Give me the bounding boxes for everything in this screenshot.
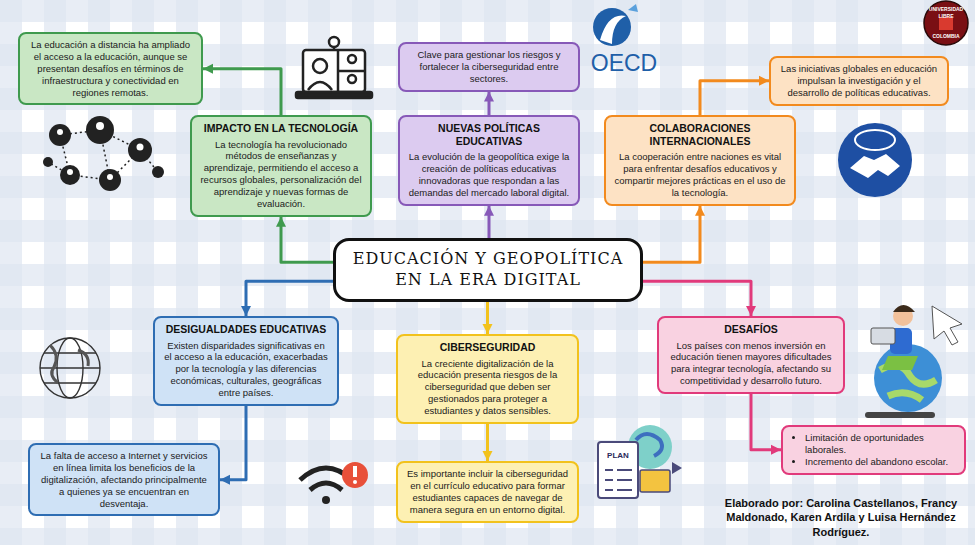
connector-arrow bbox=[486, 302, 489, 334]
oecd-logo bbox=[593, 4, 638, 46]
bullet-list: Limitación de oportunidades laborales.In… bbox=[791, 432, 956, 468]
credits: Elaborado por: Carolina Castellanos, Fra… bbox=[712, 496, 970, 539]
connector-arrow bbox=[281, 217, 333, 262]
box-heading: DESIGUALDADES EDUCATIVAS bbox=[163, 323, 329, 336]
box-body: Las iniciativas globales en educación im… bbox=[779, 63, 939, 99]
box-heading: CIBERSEGURIDAD bbox=[406, 341, 569, 354]
box-body: Existen disparidades significativas en e… bbox=[163, 340, 329, 399]
box-body: La cooperación entre naciones es vital p… bbox=[614, 151, 786, 199]
plan-icon bbox=[598, 425, 682, 498]
connector-arrow bbox=[643, 281, 751, 316]
box-body: Clave para gestionar los riesgos y forta… bbox=[408, 49, 570, 85]
logo-text: UNIVERSIDAD LIBRE bbox=[926, 6, 966, 19]
connector-arrow bbox=[488, 206, 491, 238]
detail-box: Las iniciativas globales en educación im… bbox=[769, 56, 949, 106]
university-logo bbox=[924, 1, 968, 45]
box-body: Es importante incluir la ciberseguridad … bbox=[406, 468, 569, 516]
topic-box: CIBERSEGURIDAD La creciente digitalizació… bbox=[396, 334, 579, 424]
video-call-icon bbox=[296, 37, 372, 98]
detail-box: La educación a distancia ha ampliado el … bbox=[18, 32, 203, 105]
icon-label: PLAN bbox=[600, 451, 636, 461]
box-heading: NUEVAS POLÍTICAS EDUCATIVAS bbox=[408, 122, 570, 147]
box-body: La tecnología ha revolucionado métodos d… bbox=[200, 139, 362, 210]
box-body: La educación a distancia ha ampliado el … bbox=[28, 39, 193, 98]
person-laptop-globe bbox=[865, 305, 962, 418]
handshake-icon bbox=[838, 123, 912, 197]
detail-box: Limitación de oportunidades laborales.In… bbox=[781, 425, 966, 475]
connector-arrow bbox=[488, 92, 491, 115]
connector-arrow bbox=[220, 406, 246, 480]
box-body: La falta de acceso a Internet y servicio… bbox=[38, 450, 210, 509]
box-body: La creciente digitalización de la educac… bbox=[406, 358, 569, 417]
connector-arrow bbox=[246, 281, 333, 316]
connector-arrow bbox=[486, 424, 489, 461]
topic-box: DESAFÍOS Los países con menos inversión e… bbox=[657, 316, 845, 394]
detail-box: Clave para gestionar los riesgos y forta… bbox=[398, 42, 580, 92]
topic-box: IMPACTO EN LA TECNOLOGÍA La tecnología ha… bbox=[190, 115, 372, 217]
box-heading: EDUCACIÓN Y GEOPOLÍTICA EN LA ERA DIGITA… bbox=[350, 249, 626, 291]
connector-arrow bbox=[643, 206, 700, 263]
globe-icon bbox=[40, 338, 100, 398]
box-body: Los países con menos inversión en educac… bbox=[667, 340, 835, 388]
box-heading: IMPACTO EN LA TECNOLOGÍA bbox=[200, 122, 362, 135]
network-people-faces bbox=[57, 122, 144, 180]
topic-box: COLABORACIONES INTERNACIONALES La coopera… bbox=[604, 115, 796, 206]
topic-box: NUEVAS POLÍTICAS EDUCATIVAS La evolución … bbox=[398, 115, 580, 206]
oecd-wordmark: OECD bbox=[584, 49, 664, 79]
detail-box: Es importante incluir la ciberseguridad … bbox=[396, 461, 579, 523]
topic-box: DESIGUALDADES EDUCATIVAS Existen disparid… bbox=[153, 316, 339, 406]
logo-text: COLOMBIA bbox=[926, 33, 966, 40]
wifi-warning-icon bbox=[300, 462, 368, 504]
central-box: EDUCACIÓN Y GEOPOLÍTICA EN LA ERA DIGITA… bbox=[333, 238, 643, 302]
detail-box: La falta de acceso a Internet y servicio… bbox=[28, 443, 220, 516]
box-heading: COLABORACIONES INTERNACIONALES bbox=[614, 122, 786, 147]
connector-arrow bbox=[700, 81, 769, 115]
connector-arrow bbox=[751, 394, 781, 450]
connector-arrow bbox=[203, 69, 281, 115]
bullet-item: Incremento del abandono escolar. bbox=[805, 456, 956, 468]
box-heading: DESAFÍOS bbox=[667, 323, 835, 336]
network-people bbox=[43, 116, 164, 191]
box-body: La evolución de la geopolítica exige la … bbox=[408, 151, 570, 199]
bullet-item: Limitación de oportunidades laborales. bbox=[805, 432, 956, 456]
